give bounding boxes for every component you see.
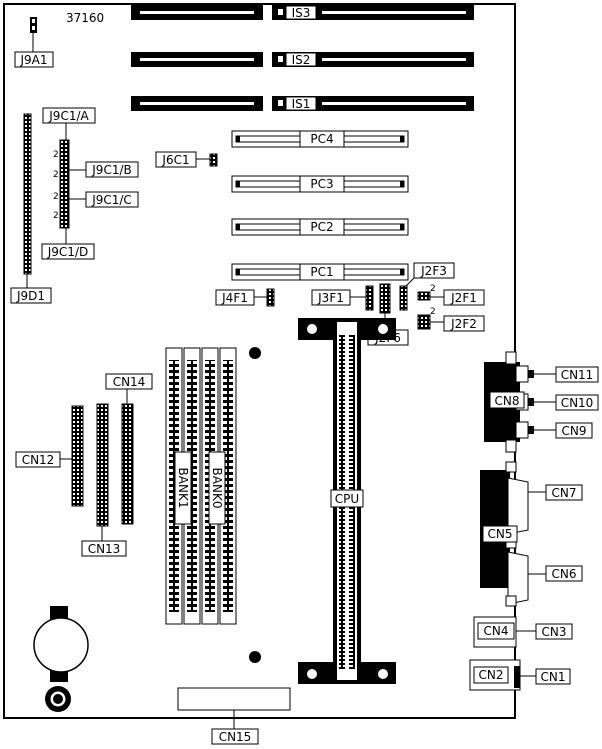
bank1-label: BANK1: [176, 468, 190, 509]
bank0-label: BANK0: [210, 468, 224, 509]
header-cn12: CN12: [15, 405, 84, 507]
isa-slot-1-label: IS1: [292, 97, 311, 111]
connector-cn8-label: CN8: [495, 394, 520, 408]
mount-hole-bottom: [249, 651, 261, 663]
header-cn12-label: CN12: [22, 453, 55, 467]
jumper-j9c1d-label: J9C1/D: [47, 245, 88, 259]
jumper-j2f1-label: J2F1: [450, 291, 477, 305]
connector-cn4-label: CN4: [484, 624, 509, 638]
jumper-j9c1c-label: J9C1/C: [91, 193, 132, 207]
dimm-slots: BANK1 BANK0: [165, 347, 237, 625]
pci-slot-1: PC1: [231, 263, 409, 281]
pci-slot-3-label: PC3: [310, 177, 333, 191]
jumper-j9a1: J9A1: [14, 17, 54, 68]
header-j9d1: J9D1: [10, 113, 52, 304]
svg-text:2: 2: [53, 170, 59, 180]
header-cn14-label: CN14: [113, 375, 146, 389]
isa-slot-3: IS3: [131, 5, 474, 20]
connector-cn5-label: CN5: [488, 527, 513, 541]
jumper-j4f1: J4F1: [215, 288, 275, 307]
pci-slot-3: PC3: [231, 175, 409, 193]
jumper-j2f1: 2 J2F1: [417, 284, 485, 306]
header-j9d1-label: J9D1: [16, 289, 45, 303]
jumper-j6c1-label: J6C1: [161, 153, 189, 167]
isa-slot-2: IS2: [131, 52, 474, 67]
connector-cn11-label: CN11: [561, 368, 594, 382]
jumper-j2f3: J2F3: [399, 262, 455, 311]
rear-io-cn2: CN2 CN1: [469, 659, 571, 691]
jumper-j2f3-label: J2F3: [420, 264, 447, 278]
pci-slot-4: PC4: [231, 130, 409, 148]
connector-cn7-label: CN7: [552, 486, 577, 500]
rear-io-cn8: CN8 CN11 CN10 CN9: [484, 351, 599, 453]
isa-slot-1: IS1: [131, 96, 474, 111]
isa-slot-2-label: IS2: [292, 53, 311, 67]
jumper-j6c1: J6C1: [155, 151, 218, 168]
rear-io-cn5: CN5 CN7 CN6: [480, 461, 583, 607]
jumper-j3f1-label: J3F1: [317, 291, 344, 305]
svg-text:2: 2: [53, 211, 59, 221]
svg-text:2: 2: [53, 150, 59, 160]
pci-slot-4-label: PC4: [310, 132, 333, 146]
cpu-label: CPU: [335, 492, 359, 506]
connector-cn1-label: CN1: [541, 670, 566, 684]
header-cn15-label: CN15: [219, 730, 252, 744]
rear-io-cn4: CN4 CN3: [473, 616, 573, 648]
jumper-j2f2: 2 J2F2: [417, 307, 485, 332]
connector-cn2-label: CN2: [479, 668, 504, 682]
connector-cn3-label: CN3: [542, 625, 567, 639]
jumper-j2f2-label: J2F2: [450, 317, 477, 331]
header-cn13-label: CN13: [88, 542, 121, 556]
header-cn15: CN15: [177, 687, 291, 745]
cpu-slot: CPU: [298, 318, 396, 684]
battery: [33, 606, 89, 712]
board-outline: [3, 3, 516, 719]
connector-cn9-label: CN9: [562, 424, 587, 438]
pci-slot-2: PC2: [231, 218, 409, 236]
pci-slot-2-label: PC2: [310, 220, 333, 234]
svg-text:2: 2: [430, 307, 436, 317]
mount-hole-top: [249, 347, 261, 359]
jumper-j9c1b-label: J9C1/B: [91, 163, 131, 177]
jumper-block-j9c1: J9C1/A 2 2 2 2 J9C1/B J9C1/C J9C1/D: [41, 107, 139, 260]
connector-cn6-label: CN6: [552, 567, 577, 581]
board-model-number: 37160: [66, 11, 104, 25]
jumper-j4f1-label: J4F1: [221, 291, 248, 305]
connector-cn10-label: CN10: [561, 396, 594, 410]
header-cn13: CN13: [81, 403, 127, 557]
header-cn14: CN14: [105, 373, 153, 525]
jumper-j9c1a-label: J9C1/A: [48, 109, 89, 123]
jumper-j9a1-label: J9A1: [19, 53, 47, 67]
svg-text:2: 2: [53, 192, 59, 202]
svg-text:2: 2: [430, 284, 436, 294]
jumper-j3f1: J3F1: [311, 285, 374, 311]
pci-slot-1-label: PC1: [310, 265, 333, 279]
isa-slot-3-label: IS3: [292, 6, 311, 20]
